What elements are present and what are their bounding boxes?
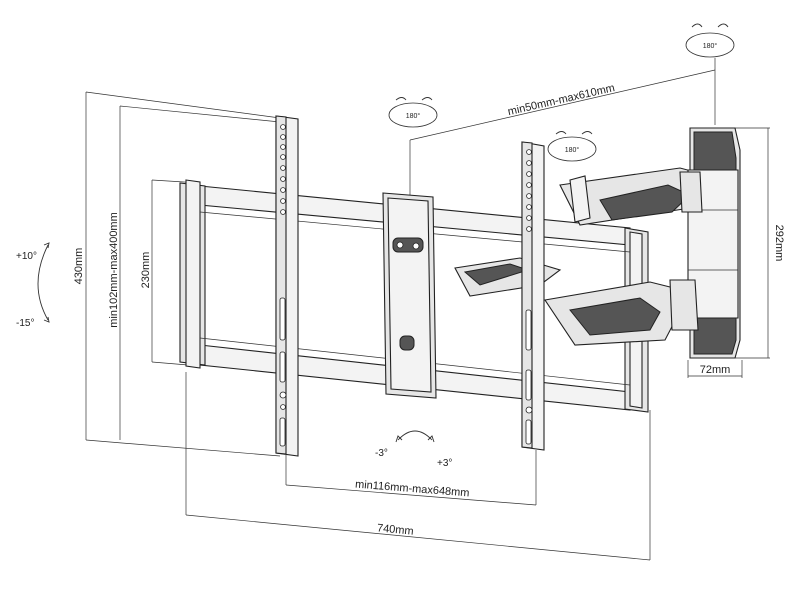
- tilt-arrow-icon: [37, 244, 49, 321]
- height-430-label: 430mm: [73, 248, 85, 285]
- dim-line-740: [185, 514, 651, 561]
- center-slider: [382, 192, 437, 399]
- rotation-left-label: -3°: [375, 448, 388, 459]
- swivel-middle-icon: [547, 131, 597, 162]
- right-vertical-bracket: [521, 141, 545, 451]
- tilt-up-label: +10°: [16, 251, 37, 262]
- vesa-horizontal-label: min50mm-max610mm: [507, 82, 616, 118]
- left-vertical-bracket: [275, 115, 299, 457]
- plate-width-label: 72mm: [700, 364, 731, 376]
- vesa-vertical-label: min102mm-max400mm: [108, 212, 120, 328]
- swivel-top-icon: [685, 23, 735, 58]
- swivel-left-icon: [388, 97, 438, 128]
- swivel-middle-label: 180°: [565, 146, 580, 154]
- total-width-label: 740mm: [376, 522, 414, 537]
- plate-height-label: 292mm: [773, 225, 785, 262]
- bracket-span-label: min116mm-max648mm: [355, 479, 470, 500]
- swivel-top-label: 180°: [703, 42, 718, 50]
- swivel-left-label: 180°: [406, 112, 421, 120]
- height-230-label: 230mm: [140, 252, 152, 289]
- rotation-arrow-icon: [397, 430, 433, 441]
- wall-plate: [669, 127, 741, 359]
- dim-line-bracket-span: [285, 484, 537, 506]
- tilt-down-label: -15°: [16, 318, 34, 329]
- dim-line-vesa-horizontal: [409, 69, 716, 141]
- rotation-right-label: +3°: [437, 458, 452, 469]
